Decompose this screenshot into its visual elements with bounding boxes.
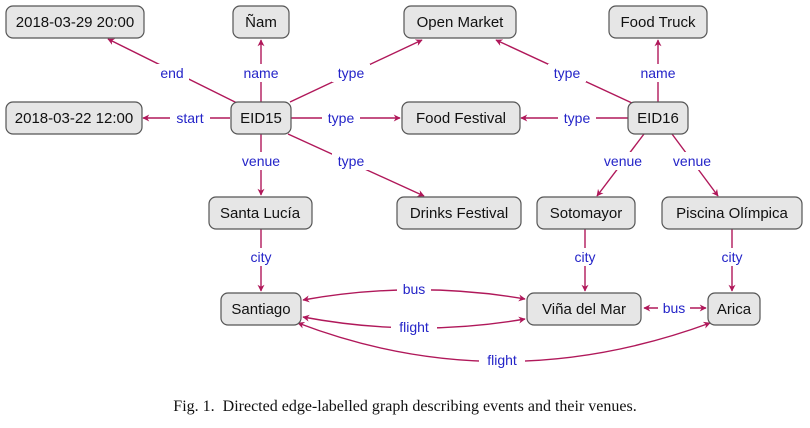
edge-label-flight-santiago-vina: flight: [391, 318, 437, 336]
edge-label-type-eid15-drinks-festival: type: [332, 152, 370, 170]
figure-caption: Fig. 1. Directed edge-labelled graph des…: [0, 398, 810, 416]
svg-text:bus: bus: [403, 281, 426, 297]
node-santa-lucia: Santa Lucía: [208, 196, 313, 230]
svg-text:type: type: [328, 110, 355, 126]
nodes: 2018-03-29 20:00 Ñam Open Market Food Tr…: [5, 5, 803, 326]
node-drinks-festival: Drinks Festival: [396, 196, 522, 230]
node-food-festival: Food Festival: [401, 101, 521, 135]
edge-label-city-santa-lucia: city: [243, 248, 279, 266]
svg-text:flight: flight: [399, 319, 429, 335]
svg-text:Open Market: Open Market: [417, 14, 505, 31]
svg-text:city: city: [722, 249, 743, 265]
node-food-truck: Food Truck: [608, 5, 708, 39]
svg-text:start: start: [176, 110, 203, 126]
edge-label-city-sotomayor: city: [567, 248, 603, 266]
svg-text:type: type: [338, 153, 365, 169]
edge-label-city-piscina: city: [714, 248, 750, 266]
edge-label-type-eid16-food-festival: type: [558, 109, 596, 127]
node-eid15: EID15: [230, 101, 292, 135]
svg-text:Sotomayor: Sotomayor: [550, 205, 623, 222]
svg-text:2018-03-29 20:00: 2018-03-29 20:00: [16, 14, 134, 31]
svg-text:Viña del Mar: Viña del Mar: [542, 301, 626, 318]
edge-label-bus-vina-arica: bus: [658, 299, 690, 317]
node-start-time: 2018-03-22 12:00: [5, 101, 143, 135]
svg-text:Arica: Arica: [717, 301, 752, 318]
svg-text:Ñam: Ñam: [245, 14, 277, 31]
svg-text:EID15: EID15: [240, 110, 282, 127]
edge-label-type-eid16-open-market: type: [548, 64, 586, 82]
svg-text:Piscina Olímpica: Piscina Olímpica: [676, 205, 788, 222]
edge-label-flight-santiago-arica: flight: [479, 351, 525, 369]
node-santiago: Santiago: [220, 292, 302, 326]
svg-text:bus: bus: [663, 300, 686, 316]
svg-text:venue: venue: [242, 153, 280, 169]
svg-text:Food Truck: Food Truck: [620, 14, 696, 31]
svg-text:name: name: [243, 65, 278, 81]
svg-text:Santa Lucía: Santa Lucía: [220, 205, 301, 222]
svg-text:2018-03-22 12:00: 2018-03-22 12:00: [15, 110, 133, 127]
graph-diagram: end name type start type type venue typ: [5, 5, 803, 369]
svg-text:Santiago: Santiago: [231, 301, 290, 318]
node-sotomayor: Sotomayor: [536, 196, 636, 230]
node-nam: Ñam: [232, 5, 290, 39]
caption-fig-number: Fig. 1.: [173, 398, 215, 415]
svg-text:end: end: [160, 65, 183, 81]
node-end-time: 2018-03-29 20:00: [5, 5, 145, 39]
caption-text: Directed edge-labelled graph describing …: [222, 398, 637, 415]
edge-label-start: start: [170, 109, 210, 127]
node-eid16: EID16: [627, 101, 689, 135]
svg-text:Food Festival: Food Festival: [416, 110, 506, 127]
edge-labels: end name type start type type venue typ: [155, 64, 750, 369]
edge-label-type-eid15-open-market: type: [332, 64, 370, 82]
svg-text:Drinks Festival: Drinks Festival: [410, 205, 508, 222]
svg-text:type: type: [554, 65, 581, 81]
node-arica: Arica: [707, 292, 761, 326]
svg-text:EID16: EID16: [637, 110, 679, 127]
edge-label-name-eid16: name: [635, 64, 681, 82]
svg-text:type: type: [564, 110, 591, 126]
edge-label-venue-eid15: venue: [236, 152, 286, 170]
svg-text:city: city: [251, 249, 272, 265]
svg-text:type: type: [338, 65, 365, 81]
svg-text:venue: venue: [604, 153, 642, 169]
svg-text:city: city: [575, 249, 596, 265]
svg-text:flight: flight: [487, 352, 517, 368]
svg-text:venue: venue: [673, 153, 711, 169]
edge-label-name-eid15: name: [238, 64, 284, 82]
edge-label-venue-eid16-piscina: venue: [667, 152, 717, 170]
node-open-market: Open Market: [403, 5, 517, 39]
svg-text:name: name: [640, 65, 675, 81]
edge-label-venue-eid16-sotomayor: venue: [598, 152, 648, 170]
edge-label-bus-santiago-vina: bus: [397, 280, 431, 298]
edge-label-type-eid15-food-festival: type: [322, 109, 360, 127]
node-vina-del-mar: Viña del Mar: [526, 292, 642, 326]
node-piscina-olimpica: Piscina Olímpica: [661, 196, 803, 230]
edge-label-end: end: [155, 64, 189, 82]
